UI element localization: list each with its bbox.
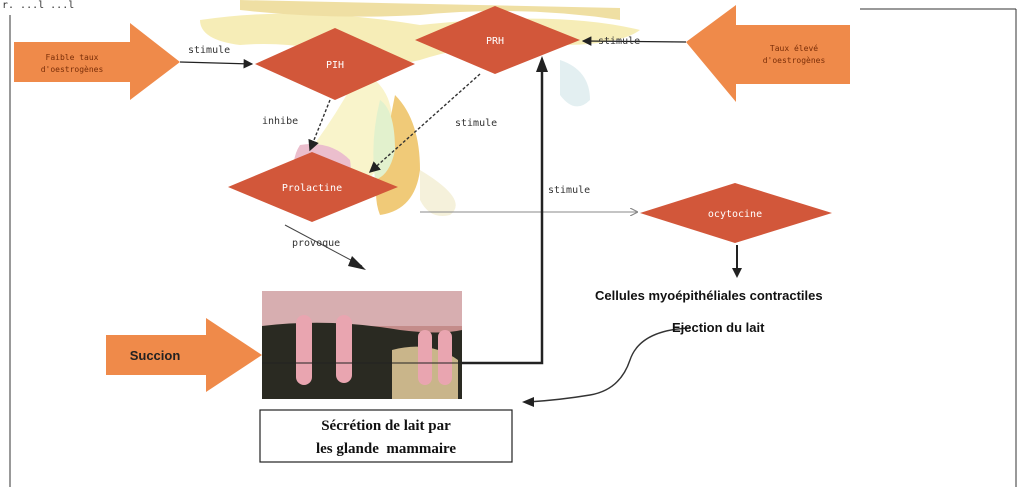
secretion-line2: les glande mammaire [316, 441, 456, 457]
cellules-text: Cellules myoépithéliales contractiles [595, 288, 823, 303]
low-estrogen-line1: Faible taux [46, 53, 99, 62]
low-estrogen-arrow-box: Faible taux d'oestrogènes [14, 23, 180, 100]
secretion-line1: Sécrétion de lait par [321, 418, 451, 434]
high-estrogen-line1: Taux élevé [770, 43, 818, 53]
ejection-curved-arrow [528, 328, 690, 402]
secretion-box: Sécrétion de lait par les glande mammair… [260, 410, 512, 462]
ocytocine-node: ocytocine [640, 183, 832, 243]
label-stimule-left: stimule [188, 45, 230, 56]
ejection-text: Ejection du lait [672, 320, 765, 335]
high-estrogen-arrow-box: Taux élevé d'oestrogènes [686, 5, 850, 102]
succion-label: Succion [130, 348, 181, 363]
ocytocine-down-arrowhead [732, 268, 742, 278]
prh-node: PRH [415, 6, 580, 74]
label-inhibe: inhibe [262, 116, 298, 127]
header-fragment: r. ...l ...l [2, 0, 74, 11]
low-estrogen-line2: d'oestrogènes [41, 64, 104, 74]
high-estrogen-line2: d'oestrogènes [763, 55, 826, 65]
ocytocine-label: ocytocine [708, 209, 762, 220]
label-stimule-ocytocine: stimule [548, 185, 590, 196]
label-provoque: provoque [292, 238, 340, 249]
prolactine-label: Prolactine [282, 183, 342, 194]
prh-label: PRH [486, 36, 504, 47]
udder-photo [262, 291, 462, 399]
provoque-arrowhead [348, 256, 366, 270]
succion-feedback-arrowhead [536, 56, 548, 72]
succion-arrow-box: Succion [106, 318, 262, 392]
ejection-arrowhead [522, 397, 534, 407]
label-stimule-right: stimule [598, 36, 640, 47]
arrow-low-estrogen-to-pih [180, 62, 252, 64]
label-stimule-mid: stimule [455, 118, 497, 129]
pih-label: PIH [326, 60, 344, 71]
